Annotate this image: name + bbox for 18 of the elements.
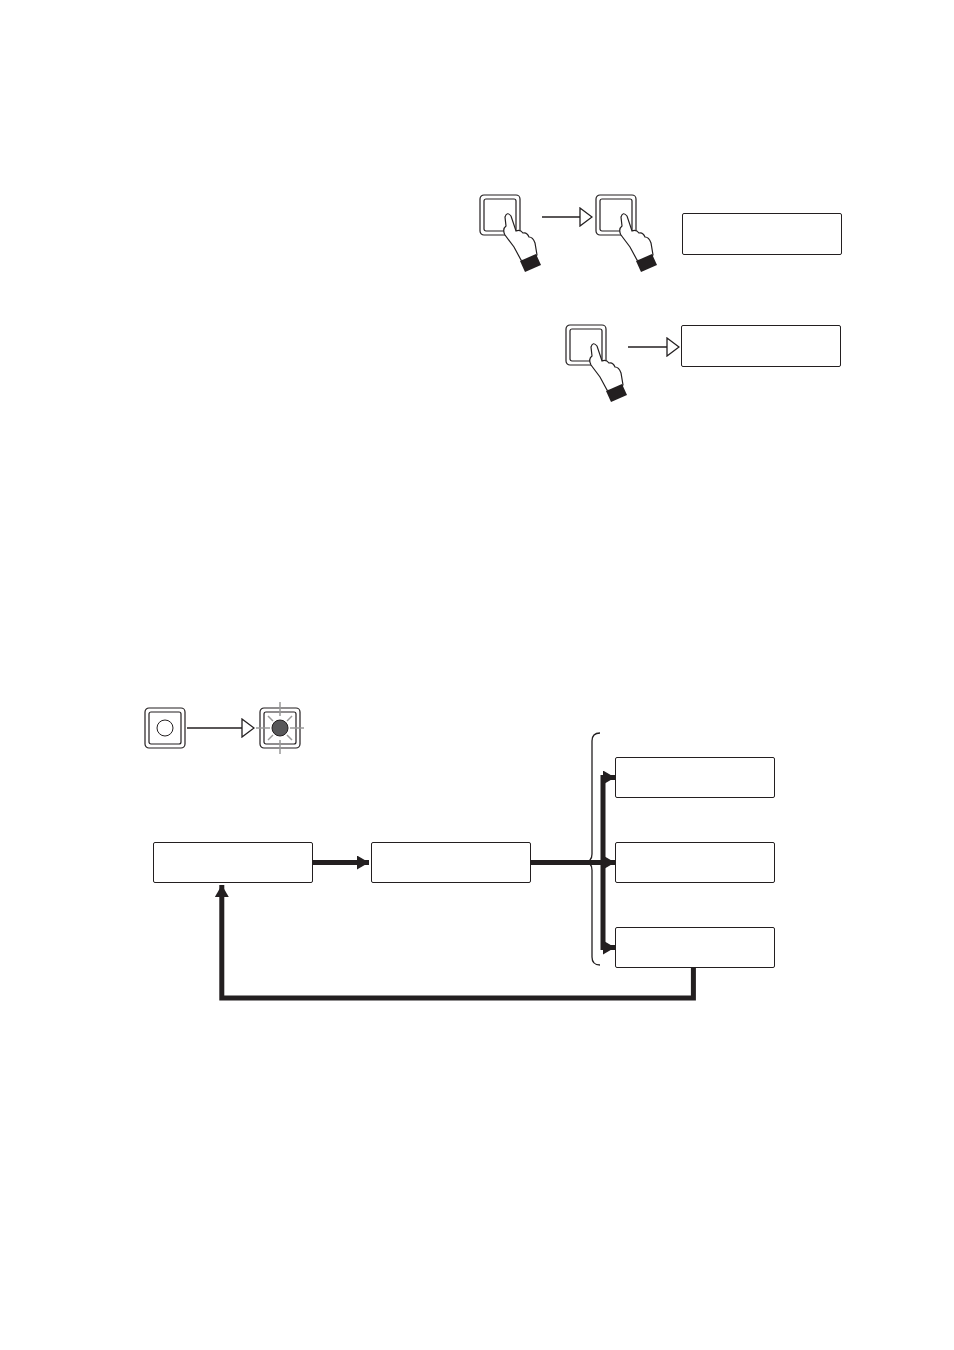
button-press-drawing bbox=[594, 193, 658, 275]
display-box bbox=[681, 325, 841, 367]
arrow bbox=[313, 855, 369, 870]
display-box bbox=[615, 927, 775, 968]
lamp-button-icon bbox=[143, 706, 187, 750]
display-box bbox=[153, 842, 313, 883]
lit-lamp-button-icon bbox=[256, 702, 304, 754]
display-box bbox=[615, 842, 775, 883]
arrow bbox=[214, 885, 696, 1001]
arrow bbox=[627, 337, 680, 357]
button-press-drawing bbox=[478, 193, 542, 275]
display-box bbox=[615, 757, 775, 798]
display-box bbox=[682, 213, 842, 255]
display-box bbox=[371, 842, 531, 883]
arrow bbox=[531, 860, 615, 955]
arrow bbox=[541, 207, 593, 227]
button-press-drawing bbox=[564, 323, 628, 403]
arrow bbox=[186, 718, 255, 738]
